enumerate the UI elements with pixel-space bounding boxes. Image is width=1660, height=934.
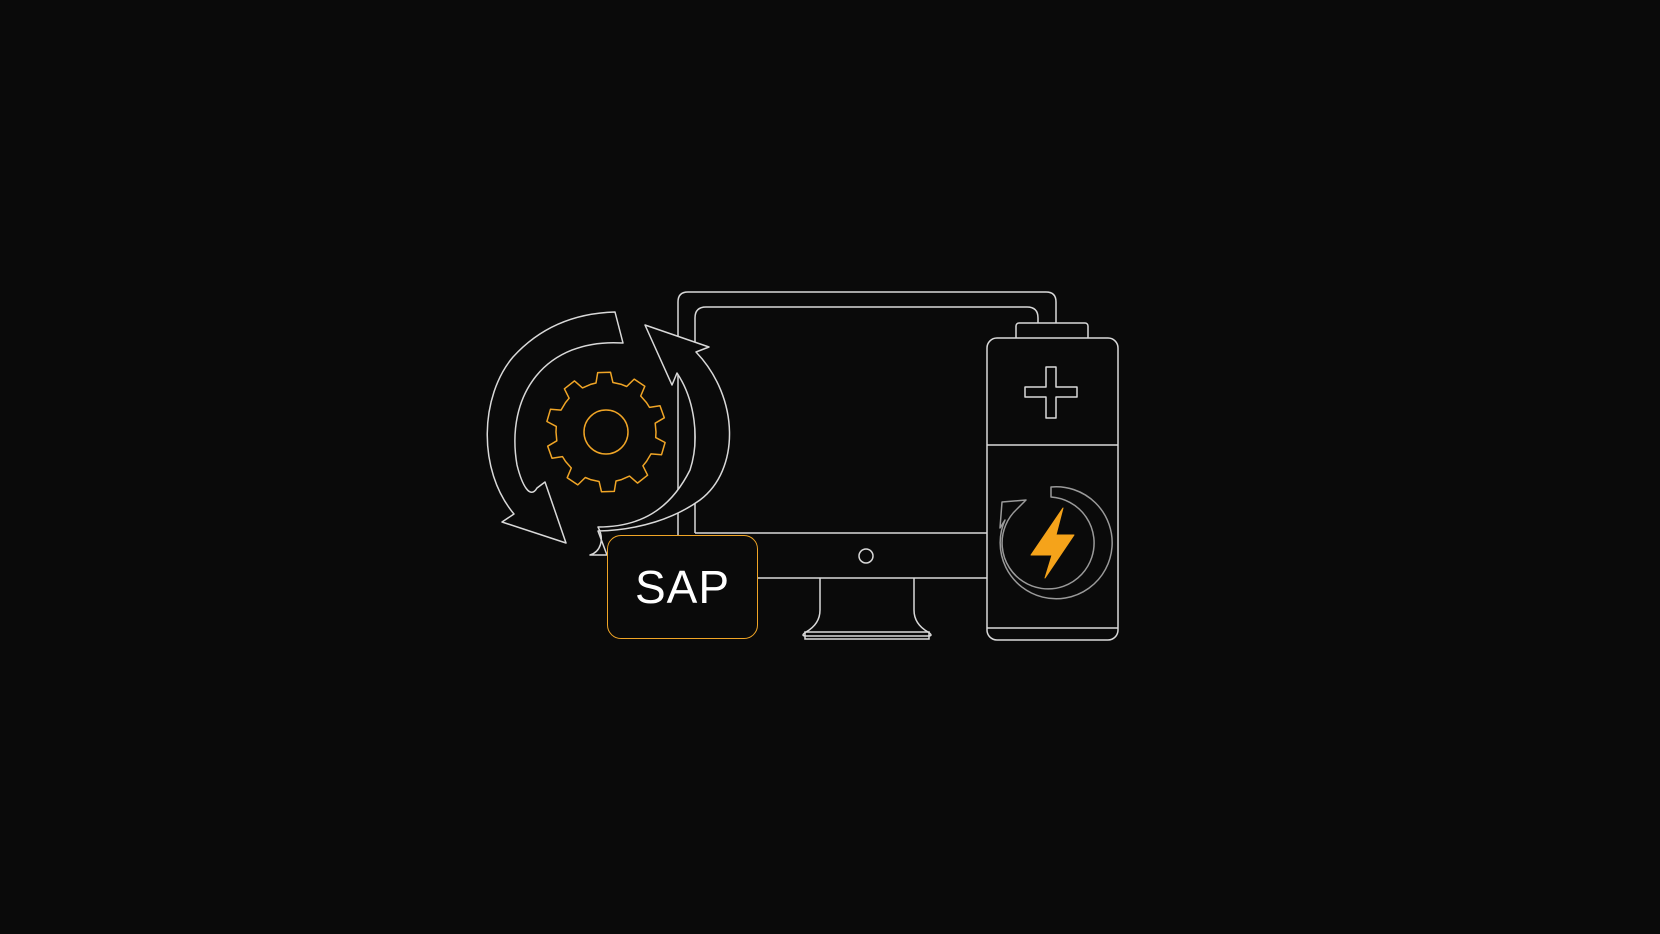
- sap-badge-label: SAP: [634, 561, 731, 613]
- plus-icon: [1024, 366, 1078, 419]
- gear-icon: [546, 371, 666, 493]
- lightning-bolt-icon: [1030, 507, 1075, 579]
- refresh-arrow-icon: [999, 486, 1113, 600]
- sap-badge: SAP: [607, 535, 758, 639]
- sync-arrows-icon: [486, 311, 731, 556]
